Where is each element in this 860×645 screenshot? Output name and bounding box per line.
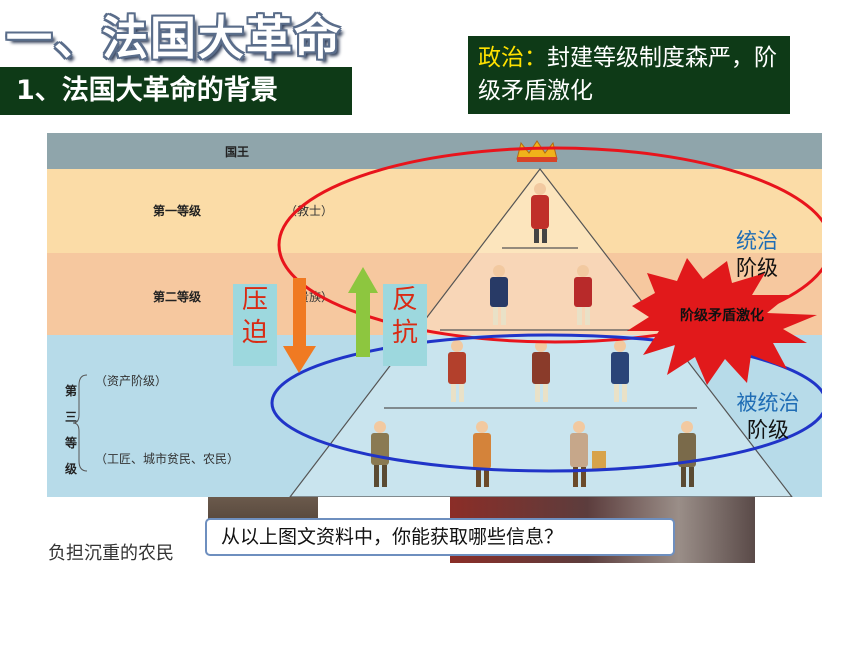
politics-text: 封建等级制度森严，阶级矛盾激化 bbox=[478, 45, 777, 104]
noble-figure-icon bbox=[574, 265, 592, 325]
peasant-caption: 负担沉重的农民 bbox=[48, 543, 174, 564]
resist-label: 反 抗 bbox=[383, 284, 427, 366]
bourgeoisie-label: （资产阶级） bbox=[95, 374, 167, 388]
section-title: 1、法国大革命的背景 bbox=[0, 67, 352, 115]
ruling-class-label: 统治 阶级 bbox=[712, 228, 802, 282]
contradiction-burst-icon bbox=[627, 258, 817, 385]
oppress-char-1: 压 bbox=[241, 285, 268, 315]
first-estate-note: （教士） bbox=[285, 203, 333, 218]
noble-figure-icon bbox=[490, 265, 508, 325]
commoner-figure-icon bbox=[473, 421, 491, 487]
question-box: 从以上图文资料中，你能获取哪些信息？ bbox=[205, 518, 675, 556]
third-estate-char-2: 三 bbox=[65, 410, 77, 424]
ruled-class-line-1: 被统治 bbox=[736, 391, 800, 415]
bourgeois-figure-icon bbox=[611, 340, 629, 402]
first-estate-label: 第一等级 bbox=[153, 203, 201, 218]
third-estate-brace bbox=[72, 374, 88, 472]
band-first-estate bbox=[47, 169, 822, 253]
ruled-class-ellipse bbox=[270, 333, 822, 473]
resist-arrow-icon bbox=[348, 267, 378, 357]
third-estate-char-1: 第 bbox=[65, 383, 77, 398]
resist-char-1: 反 bbox=[391, 285, 418, 315]
oppress-arrow-icon bbox=[283, 278, 316, 373]
resist-char-2: 抗 bbox=[391, 318, 418, 348]
bourgeois-figure-icon bbox=[448, 340, 466, 402]
ruled-class-label: 被统治 阶级 bbox=[718, 390, 818, 444]
second-estate-note: （贵族） bbox=[285, 290, 333, 304]
bourgeois-figure-icon bbox=[532, 340, 550, 402]
king-label: 国王 bbox=[225, 145, 249, 159]
ruled-class-line-2: 阶级 bbox=[747, 418, 789, 442]
ruling-class-line-1: 统治 bbox=[736, 229, 778, 253]
politics-box: 政治：封建等级制度森严，阶级矛盾激化 bbox=[468, 36, 790, 114]
oppress-char-2: 迫 bbox=[241, 318, 268, 348]
ruling-class-ellipse bbox=[277, 146, 822, 344]
clergy-figure-icon bbox=[531, 183, 549, 243]
commoner-figure-icon bbox=[678, 421, 696, 487]
ruling-class-line-2: 阶级 bbox=[736, 256, 778, 280]
burst-text: 阶级矛盾激化 bbox=[680, 308, 764, 324]
main-title: 一、法国大革命 bbox=[6, 11, 342, 65]
estates-pyramid-diagram: 国王 第一等级 （教士） 第二等级 （贵族） （资产阶级） （工匠、城市贫民、农… bbox=[47, 133, 822, 497]
second-estate-label: 第二等级 bbox=[153, 289, 201, 304]
commoners-label: （工匠、城市贫民、农民） bbox=[95, 451, 239, 466]
commoner-figure-icon bbox=[570, 421, 606, 487]
politics-label: 政治： bbox=[478, 45, 547, 71]
third-estate-char-3: 等 bbox=[64, 435, 77, 450]
oppress-label: 压 迫 bbox=[233, 284, 277, 366]
band-king bbox=[47, 133, 822, 169]
third-estate-char-4: 级 bbox=[65, 461, 77, 476]
